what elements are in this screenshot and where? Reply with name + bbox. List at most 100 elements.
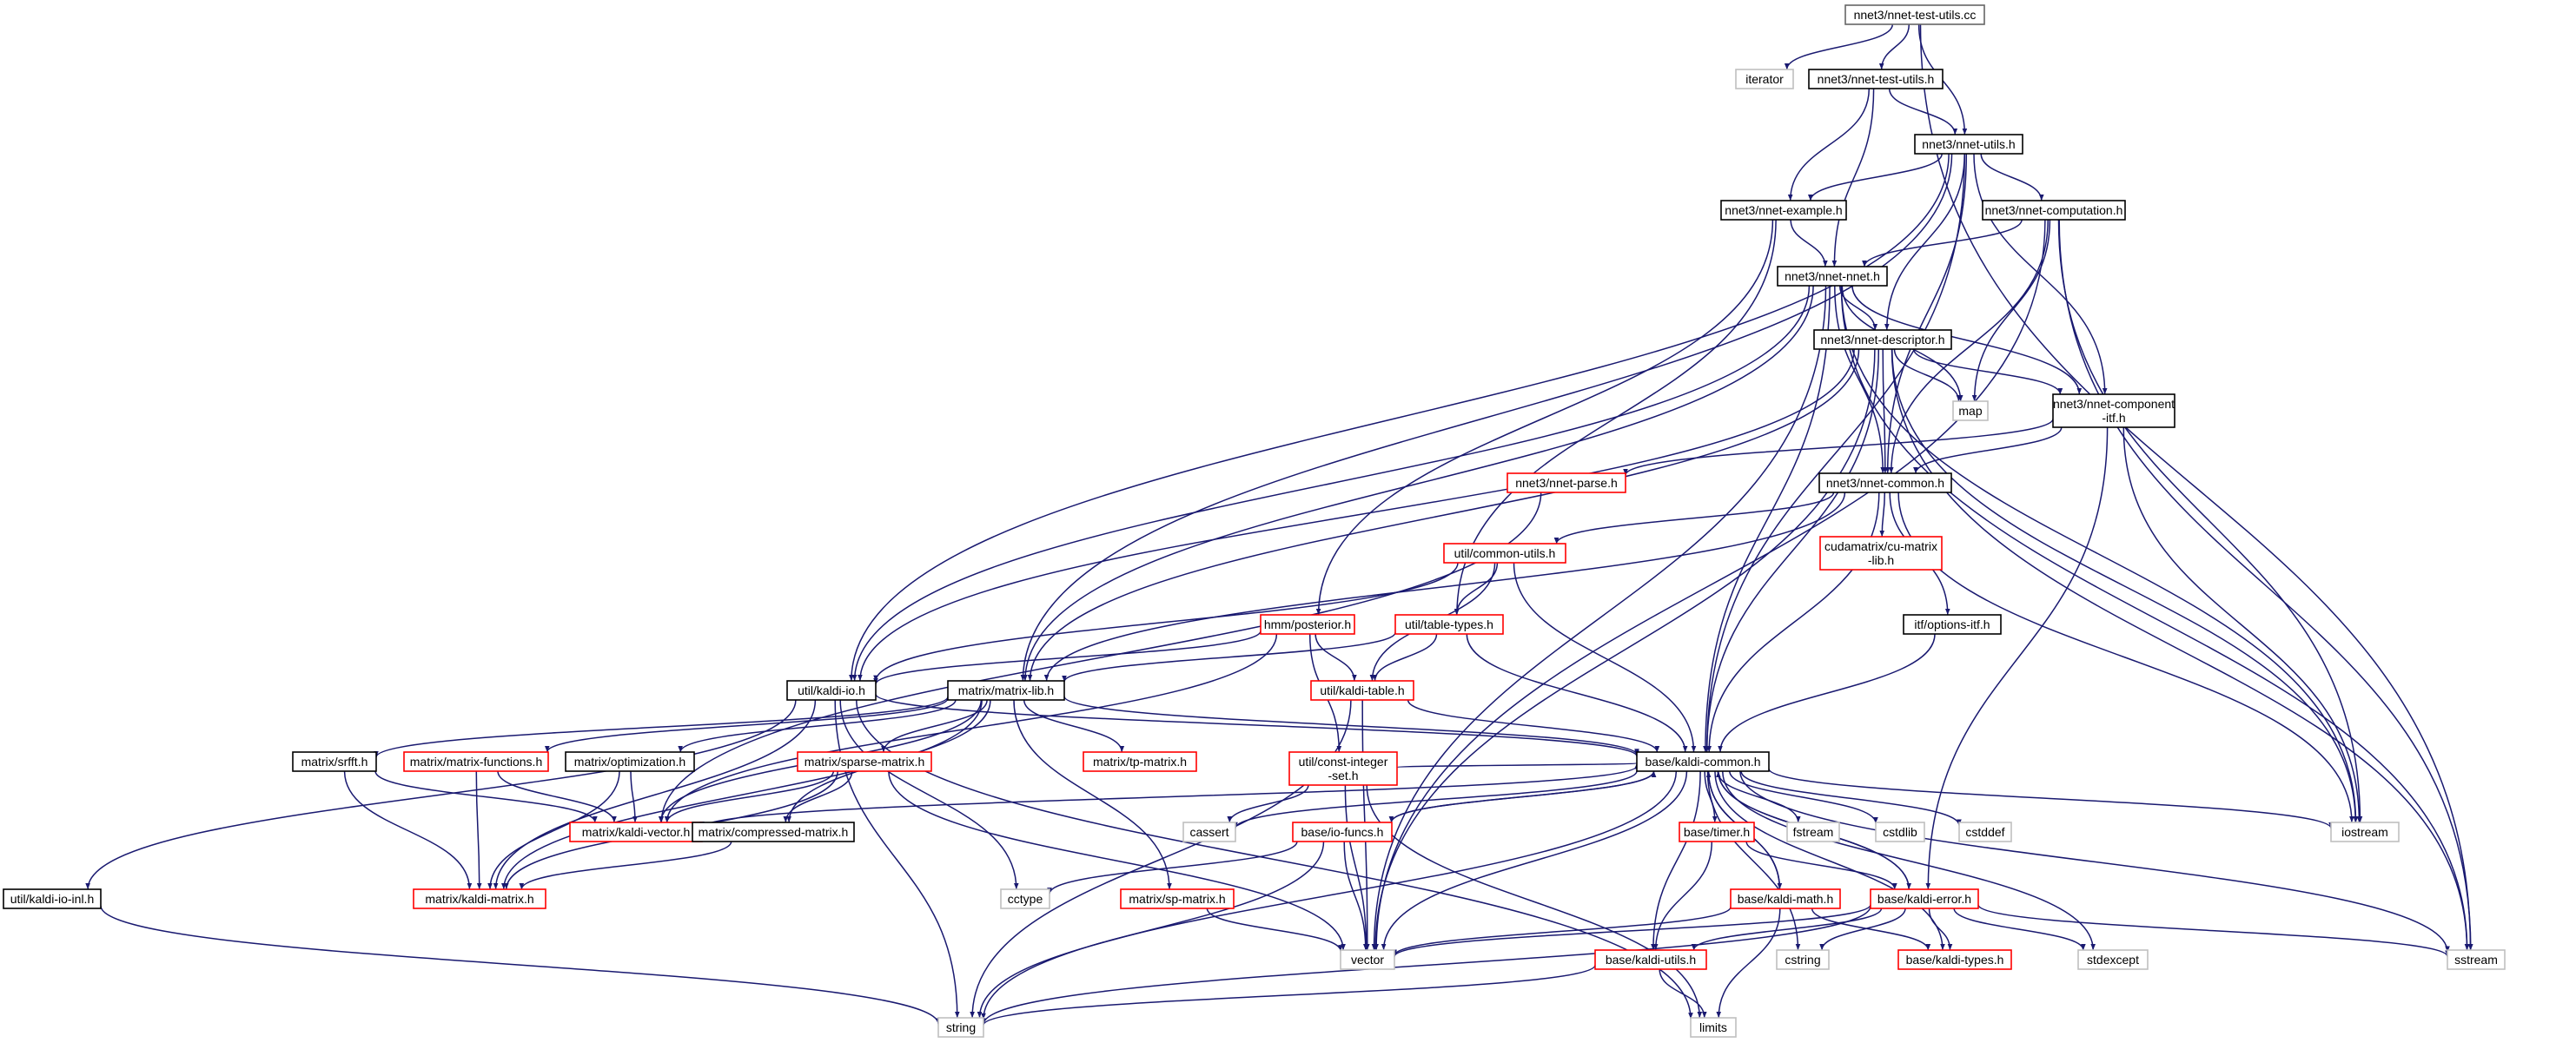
node-const-integer-set-h[interactable]: util/const-integer-set.h xyxy=(1288,751,1398,786)
node-label: iterator xyxy=(1745,72,1784,86)
node-compressed-matrix-h[interactable]: matrix/compressed-matrix.h xyxy=(692,822,855,842)
node-nnet-computation-h[interactable]: nnet3/nnet-computation.h xyxy=(1982,200,2126,221)
node-kaldi-table-h[interactable]: util/kaldi-table.h xyxy=(1310,680,1414,701)
node-nnet-nnet-h[interactable]: nnet3/nnet-nnet.h xyxy=(1777,266,1888,287)
edge-nnet_computation_h-to-vector xyxy=(1374,219,2046,951)
edge-options_itf_h-to-kaldi_common_h xyxy=(1718,633,1936,753)
node-label: nnet3/nnet-descriptor.h xyxy=(1820,333,1944,347)
edge-kaldi_math_h-to-vector xyxy=(1392,906,1732,956)
edge-nnet_test_utils_cc-to-iterator xyxy=(1784,23,1894,70)
node-options-itf-h[interactable]: itf/options-itf.h xyxy=(1903,614,2002,635)
node-box xyxy=(1594,949,1707,970)
node-box xyxy=(1083,751,1197,772)
node-iterator: iterator xyxy=(1735,69,1794,89)
node-label: nnet3/nnet-parse.h xyxy=(1515,476,1618,490)
edge-kaldi_utils_h-to-limits xyxy=(1659,968,1707,1019)
edge-io_funcs_h-to-vector xyxy=(1343,841,1368,951)
node-box xyxy=(1636,751,1770,772)
node-label: base/kaldi-common.h xyxy=(1645,755,1760,769)
edge-kaldi_io_h-to-limits xyxy=(856,699,1693,1020)
node-kaldi-math-h[interactable]: base/kaldi-math.h xyxy=(1730,888,1841,909)
node-fstream: fstream xyxy=(1786,822,1840,842)
node-label: util/common-utils.h xyxy=(1454,546,1556,560)
edge-io_funcs_h-to-cctype xyxy=(1047,841,1298,894)
node-kaldi-error-h[interactable]: base/kaldi-error.h xyxy=(1870,888,1979,909)
node-box xyxy=(1000,888,1050,909)
node-nnet-example-h[interactable]: nnet3/nnet-example.h xyxy=(1720,200,1847,221)
node-box xyxy=(1310,680,1414,701)
node-tp-matrix-h[interactable]: matrix/tp-matrix.h xyxy=(1083,751,1197,772)
edge-nnet_common_h-to-kaldi_common_h xyxy=(1706,492,1880,753)
node-nnet-descriptor-h[interactable]: nnet3/nnet-descriptor.h xyxy=(1813,329,1952,350)
node-box xyxy=(1507,472,1626,493)
node-label: -itf.h xyxy=(2102,411,2125,425)
node-box xyxy=(937,1017,984,1038)
edge-nnet_nnet_h-to-kaldi_common_h xyxy=(1703,285,1831,753)
node-vector: vector xyxy=(1340,949,1395,970)
node-io-funcs-h[interactable]: base/io-funcs.h xyxy=(1292,822,1393,842)
edge-const_integer_set_h-to-cassert xyxy=(1227,784,1309,823)
node-cassert: cassert xyxy=(1182,822,1236,842)
node-label: nnet3/nnet-example.h xyxy=(1725,203,1842,217)
node-table-types-h[interactable]: util/table-types.h xyxy=(1394,614,1504,635)
node-box xyxy=(1340,949,1395,970)
node-label: nnet3/nnet-utils.h xyxy=(1922,137,2015,151)
edge-timer_h-to-kaldi_error_h xyxy=(1745,841,1897,890)
node-box xyxy=(1730,888,1841,909)
node-nnet-parse-h[interactable]: nnet3/nnet-parse.h xyxy=(1507,472,1626,493)
node-kaldi-io-h[interactable]: util/kaldi-io.h xyxy=(786,680,877,701)
node-box xyxy=(797,751,932,772)
node-sp-matrix-h[interactable]: matrix/sp-matrix.h xyxy=(1120,888,1235,909)
node-cctype: cctype xyxy=(1000,888,1050,909)
node-box xyxy=(2052,393,2175,428)
edge-nnet_parse_h-to-kaldi_vector_h xyxy=(659,492,1542,823)
node-sstream: sstream xyxy=(2447,949,2506,970)
node-cu-matrix-lib-h[interactable]: cudamatrix/cu-matrix-lib.h xyxy=(1819,536,1943,571)
node-matrix-lib-h[interactable]: matrix/matrix-lib.h xyxy=(947,680,1065,701)
node-kaldi-common-h[interactable]: base/kaldi-common.h xyxy=(1636,751,1770,772)
node-optimization-h[interactable]: matrix/optimization.h xyxy=(565,751,695,772)
edge-nnet_descriptor_h-to-map xyxy=(1893,348,1962,402)
node-label: cudamatrix/cu-matrix xyxy=(1824,539,1937,553)
edge-nnet_utils_h-to-nnet_descriptor_h xyxy=(1884,153,1965,331)
edge-matrix_functions_h-to-kaldi_vector_h xyxy=(497,770,617,823)
edge-table_types_h-to-kaldi_table_h xyxy=(1372,633,1438,682)
node-kaldi-vector-h[interactable]: matrix/kaldi-vector.h xyxy=(569,822,703,842)
node-posterior-h[interactable]: hmm/posterior.h xyxy=(1260,614,1355,635)
node-box xyxy=(403,751,549,772)
node-label: string xyxy=(946,1020,976,1034)
node-label: matrix/compressed-matrix.h xyxy=(699,825,849,839)
node-label: nnet3/nnet-test-utils.cc xyxy=(1854,8,1977,22)
node-kaldi-io-inl-h[interactable]: util/kaldi-io-inl.h xyxy=(3,888,102,909)
edge-matrix_lib_h-to-srfft_h xyxy=(374,696,949,758)
edge-matrix_lib_h-to-tp_matrix_h xyxy=(1023,699,1125,753)
node-label: base/kaldi-types.h xyxy=(1906,953,2004,967)
node-nnet-utils-h[interactable]: nnet3/nnet-utils.h xyxy=(1914,134,2023,155)
node-box xyxy=(1808,69,1944,89)
node-box xyxy=(1786,822,1840,842)
node-label: -lib.h xyxy=(1868,553,1894,567)
node-box xyxy=(1958,822,2012,842)
node-kaldi-matrix-h[interactable]: matrix/kaldi-matrix.h xyxy=(413,888,546,909)
node-label: nnet3/nnet-component xyxy=(2053,397,2175,411)
node-nnet-common-h[interactable]: nnet3/nnet-common.h xyxy=(1818,472,1952,493)
node-srfft-h[interactable]: matrix/srfft.h xyxy=(292,751,377,772)
edge-kaldi_io_h-to-kaldi_io_inl_h xyxy=(85,699,797,890)
node-box xyxy=(1813,329,1952,350)
node-nnet-test-utils-h[interactable]: nnet3/nnet-test-utils.h xyxy=(1808,69,1944,89)
node-label: sstream xyxy=(2454,953,2498,967)
node-box xyxy=(2447,949,2506,970)
node-nnet-test-utils-cc[interactable]: nnet3/nnet-test-utils.cc xyxy=(1844,4,1985,25)
node-sparse-matrix-h[interactable]: matrix/sparse-matrix.h xyxy=(797,751,932,772)
node-common-utils-h[interactable]: util/common-utils.h xyxy=(1443,543,1566,564)
edge-kaldi_common_h-to-kaldi_utils_h xyxy=(1651,770,1701,951)
node-box xyxy=(786,680,877,701)
node-matrix-functions-h[interactable]: matrix/matrix-functions.h xyxy=(403,751,549,772)
node-nnet-component-itf-h[interactable]: nnet3/nnet-component-itf.h xyxy=(2052,393,2175,428)
edge-kaldi_common_h-to-sstream xyxy=(1739,770,2450,953)
node-kaldi-types-h[interactable]: base/kaldi-types.h xyxy=(1897,949,2012,970)
node-label: vector xyxy=(1351,953,1384,967)
node-stdexcept: stdexcept xyxy=(2077,949,2149,970)
node-kaldi-utils-h[interactable]: base/kaldi-utils.h xyxy=(1594,949,1707,970)
node-timer-h[interactable]: base/timer.h xyxy=(1679,822,1755,842)
